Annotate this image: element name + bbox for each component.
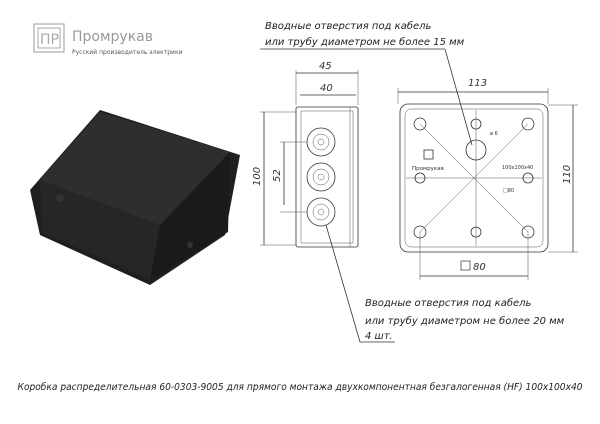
- top-view: ø 6 Промрукав 100x100x40 □80 113 110 80: [397, 78, 578, 280]
- brand-logo: ПР Промрукав Русский производитель элект…: [33, 23, 183, 56]
- top-annotation-line2: или трубу диаметром не более 15 мм: [265, 36, 465, 48]
- mount-mark: □80: [503, 188, 514, 194]
- dim-side-40: 40: [320, 83, 333, 94]
- dim-side-45: 45: [319, 61, 332, 72]
- bottom-annotation-line1: Вводные отверстия под кабель: [365, 297, 532, 309]
- top-annotation-line1: Вводные отверстия под кабель: [265, 20, 432, 32]
- bottom-annotation-line3: 4 шт.: [365, 331, 393, 342]
- dim-top-113: 113: [468, 78, 487, 89]
- size-mark: 100x100x40: [502, 165, 533, 171]
- svg-text:ПР: ПР: [40, 32, 59, 48]
- side-view: 45 40 100 52: [252, 61, 359, 248]
- dim-top-80: 80: [473, 262, 486, 273]
- brand-tagline: Русский производитель электрики: [72, 49, 183, 56]
- dim-top-110: 110: [562, 165, 573, 184]
- brand-name: Промрукав: [72, 29, 153, 45]
- caption: Коробка распределительная 60-0303-9005 д…: [18, 381, 583, 393]
- dim-side-52: 52: [272, 169, 283, 182]
- bottom-annotation-line2: или трубу диаметром не более 20 мм: [365, 315, 565, 327]
- product-image: [30, 110, 240, 285]
- dim-side-100: 100: [252, 167, 263, 186]
- hole-label: ø 6: [490, 131, 498, 137]
- brand-mark: Промрукав: [412, 166, 444, 172]
